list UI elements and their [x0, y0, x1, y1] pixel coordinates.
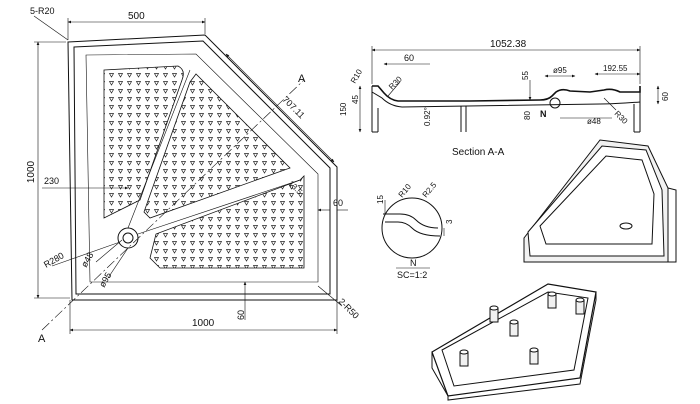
dim-left-height: 1000	[26, 160, 37, 183]
drain-inner	[122, 232, 134, 244]
iso-top-basin	[539, 155, 655, 245]
iso-bottom-inner	[441, 291, 589, 387]
dim-section-150: 150	[339, 102, 348, 116]
detail-dim-r2-5: R2.5	[421, 180, 439, 199]
iso-top-drain	[619, 222, 633, 230]
tray-outline	[67, 34, 338, 301]
iso-view-top	[523, 139, 677, 263]
anti-slip-area-upper-right	[143, 73, 291, 219]
dim-section-d95: ø95	[553, 66, 567, 75]
section-caption: Section A-A	[452, 147, 505, 158]
dim-bottom-width: 1000	[192, 318, 215, 329]
dim-drain-radius: R280	[42, 250, 66, 269]
detail-label: N	[410, 258, 417, 268]
plan-view: A A 500 5-R20 1000 230 707.11 13.5 60 60	[26, 6, 361, 345]
dim-section-60-right: 60	[661, 92, 670, 101]
tray-lip	[85, 53, 319, 283]
dim-section-r30-left: R30	[387, 74, 404, 91]
support-legs	[459, 291, 585, 367]
dim-section-45: 45	[351, 95, 360, 104]
dim-section-55: 55	[521, 71, 530, 80]
dim-bottom-offset: 60	[236, 310, 246, 320]
dim-section-r30-right: R30	[613, 109, 630, 126]
dim-corner-chamfer: 5-R20	[30, 6, 55, 16]
dim-section-d48: ø48	[587, 117, 601, 126]
drain-outer	[117, 227, 139, 249]
dim-overall-length: 1052.38	[490, 39, 527, 50]
detail-scale: SC=1:2	[397, 270, 427, 280]
section-profile-inner	[371, 91, 641, 108]
dim-inner-offset: 230	[44, 176, 59, 186]
detail-dim-3: 3	[445, 219, 454, 224]
detail-circle	[381, 197, 443, 259]
detail-view: 15 R10 R2.5 3 N SC=1:2	[376, 180, 454, 280]
section-view: 1052.38 R10 R30 60 45 150 0.92° 55 ø95 1…	[339, 39, 670, 158]
section-detail-ref: N	[540, 109, 547, 119]
dim-section-80: 80	[523, 111, 532, 120]
section-drain	[549, 97, 561, 109]
anti-slip-area-top	[103, 65, 184, 219]
dim-corner-radius: 2-R50	[337, 296, 361, 320]
dim-drain-d48: ø48	[79, 251, 95, 269]
dim-section-60-top: 60	[404, 53, 414, 63]
anti-slip-area-right	[149, 175, 305, 269]
dim-section-angle: 0.92°	[423, 107, 432, 126]
dim-section-192: 192.55	[603, 64, 628, 73]
section-mark-top: A	[298, 73, 306, 85]
dim-top-width: 500	[128, 11, 145, 22]
detail-dim-15: 15	[376, 195, 385, 204]
iso-view-bottom	[431, 283, 597, 401]
tray-inner-outline	[73, 40, 331, 295]
dim-diagonal: 707.11	[281, 94, 307, 120]
section-profile-top	[372, 85, 641, 102]
section-mark-bottom: A	[38, 333, 46, 345]
dim-right-offset: 60	[333, 198, 343, 208]
dim-section-r10: R10	[349, 67, 364, 85]
detail-dim-r10: R10	[397, 182, 414, 199]
